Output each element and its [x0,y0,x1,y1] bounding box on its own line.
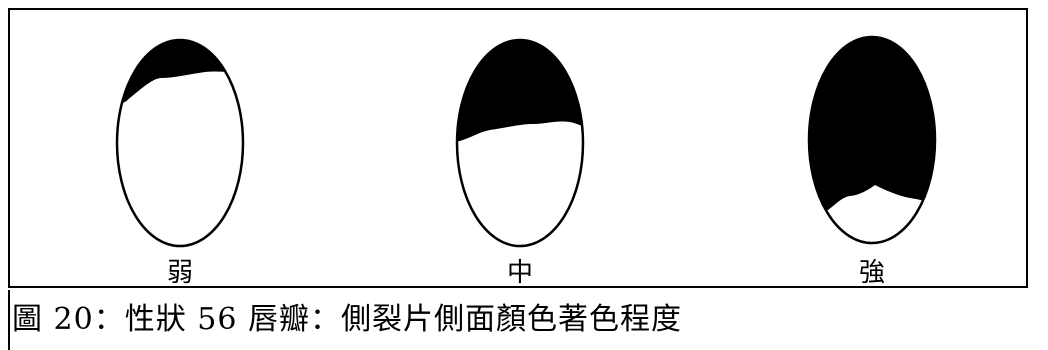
label-strong: 強 [858,258,885,288]
ellipse-weak-shape [115,38,245,248]
ellipse-strong-shape [807,35,937,245]
ellipse-medium-shape [455,38,585,248]
caption-left-rule [8,290,10,350]
label-medium: 中 [506,258,533,288]
figure-caption: 圖 20：性狀 56 唇瓣：側裂片側面顏色著色程度 [12,302,682,337]
figure-frame [8,8,1028,288]
label-weak: 弱 [166,258,193,288]
